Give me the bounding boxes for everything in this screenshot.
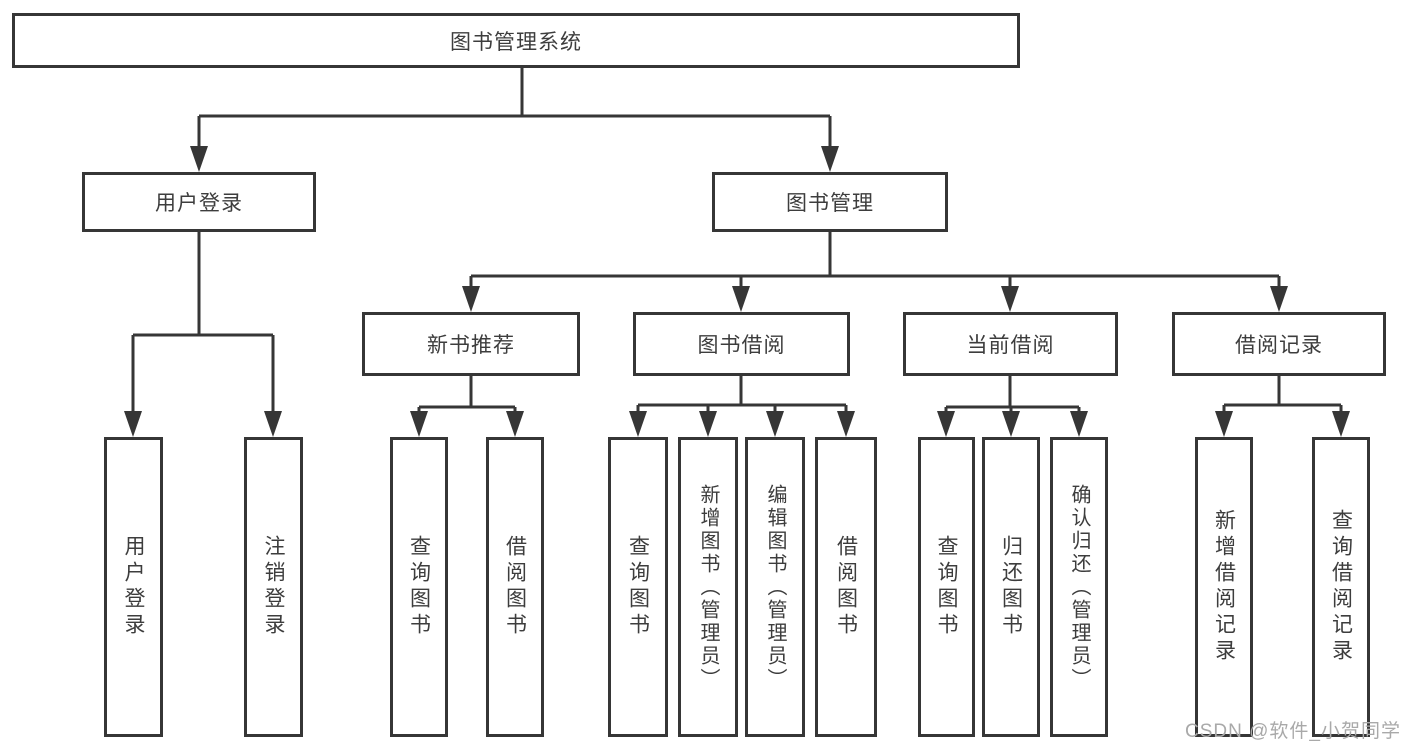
node-book-borrow: 图书借阅 — [633, 312, 850, 376]
leaf-borrow-borrow-books: 借阅图书 — [815, 437, 877, 737]
arrow-down-icon — [1215, 411, 1233, 437]
arrow-down-icon — [766, 411, 784, 437]
node-current-borrow: 当前借阅 — [903, 312, 1118, 376]
arrow-down-icon — [1332, 411, 1350, 437]
leaf-borrow-query-books: 查询图书 — [608, 437, 668, 737]
arrow-down-icon — [410, 411, 428, 437]
leaf-user-login: 用户登录 — [104, 437, 163, 737]
arrow-down-icon — [1070, 411, 1088, 437]
arrow-down-icon — [462, 286, 480, 312]
csdn-watermark: CSDN @软件_小贺同学 — [1185, 721, 1401, 742]
leaf-borrow-edit-books-admin: 编辑图书（管理员） — [745, 437, 805, 737]
node-new-book-recommend: 新书推荐 — [362, 312, 580, 376]
arrow-down-icon — [821, 146, 839, 172]
leaf-records-query-record: 查询借阅记录 — [1312, 437, 1370, 737]
node-book-management: 图书管理 — [712, 172, 948, 232]
leaf-current-return-books: 归还图书 — [982, 437, 1040, 737]
arrow-down-icon — [124, 411, 142, 437]
arrow-down-icon — [629, 411, 647, 437]
arrow-down-icon — [1001, 286, 1019, 312]
arrow-down-icon — [1270, 286, 1288, 312]
arrow-down-icon — [937, 411, 955, 437]
leaf-borrow-add-books-admin: 新增图书（管理员） — [678, 437, 738, 737]
arrow-down-icon — [506, 411, 524, 437]
leaf-current-query-books: 查询图书 — [918, 437, 975, 737]
leaf-recommend-borrow-books: 借阅图书 — [486, 437, 544, 737]
node-root-system: 图书管理系统 — [12, 13, 1020, 68]
leaf-recommend-query-books: 查询图书 — [390, 437, 448, 737]
arrow-down-icon — [732, 286, 750, 312]
leaf-logout: 注销登录 — [244, 437, 303, 737]
arrow-down-icon — [1002, 411, 1020, 437]
node-user-login: 用户登录 — [82, 172, 316, 232]
arrow-down-icon — [699, 411, 717, 437]
arrow-down-icon — [264, 411, 282, 437]
arrow-down-icon — [190, 146, 208, 172]
leaf-records-add-record: 新增借阅记录 — [1195, 437, 1253, 737]
node-borrow-records: 借阅记录 — [1172, 312, 1386, 376]
arrowhead-icons — [124, 146, 1350, 437]
leaf-current-confirm-return-admin: 确认归还（管理员） — [1050, 437, 1108, 737]
arrow-down-icon — [837, 411, 855, 437]
